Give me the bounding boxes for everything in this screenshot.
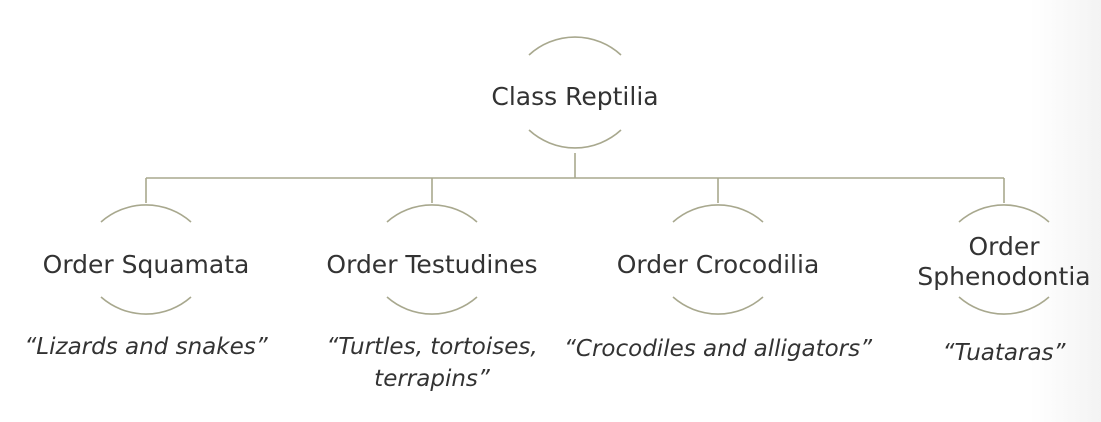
sphenodontia-bottom-arc xyxy=(958,296,1050,315)
order-description-squamata: “Lizards and snakes” xyxy=(0,331,296,363)
description-line1: “Turtles, tortoises, xyxy=(326,334,538,360)
order-node-testudines: Order Testudines xyxy=(302,250,562,280)
root-bottom-arc xyxy=(528,129,622,149)
crocodilia-bottom-arc xyxy=(672,296,764,315)
order-description-testudines: “Turtles, tortoises, terrapins” xyxy=(282,331,582,395)
root-node-label: Class Reptilia xyxy=(455,82,695,112)
description-line1: “Crocodiles and alligators” xyxy=(563,336,873,362)
squamata-top-arc xyxy=(100,204,192,223)
order-node-sphenodontia: Order Sphenodontia xyxy=(909,232,1099,292)
order-node-crocodilia: Order Crocodilia xyxy=(588,250,848,280)
testudines-top-arc xyxy=(386,204,478,223)
crocodilia-top-arc xyxy=(672,204,764,223)
order-node-squamata: Order Squamata xyxy=(16,250,276,280)
order-label-line2: Sphenodontia xyxy=(917,262,1091,291)
description-line1: “Tuataras” xyxy=(942,340,1066,366)
sphenodontia-top-arc xyxy=(958,204,1050,223)
description-line2: terrapins” xyxy=(374,366,490,392)
root-label-text: Class Reptilia xyxy=(491,82,659,111)
order-label-line1: Order Crocodilia xyxy=(616,250,820,279)
order-label-line1: Order xyxy=(968,232,1040,261)
description-line1: “Lizards and snakes” xyxy=(24,334,268,360)
order-description-crocodilia: “Crocodiles and alligators” xyxy=(548,333,888,365)
order-label-line1: Order Testudines xyxy=(326,250,538,279)
order-label-line1: Order Squamata xyxy=(42,250,250,279)
root-top-arc xyxy=(528,36,622,56)
squamata-bottom-arc xyxy=(100,296,192,315)
order-description-sphenodontia: “Tuataras” xyxy=(914,337,1094,369)
testudines-bottom-arc xyxy=(386,296,478,315)
